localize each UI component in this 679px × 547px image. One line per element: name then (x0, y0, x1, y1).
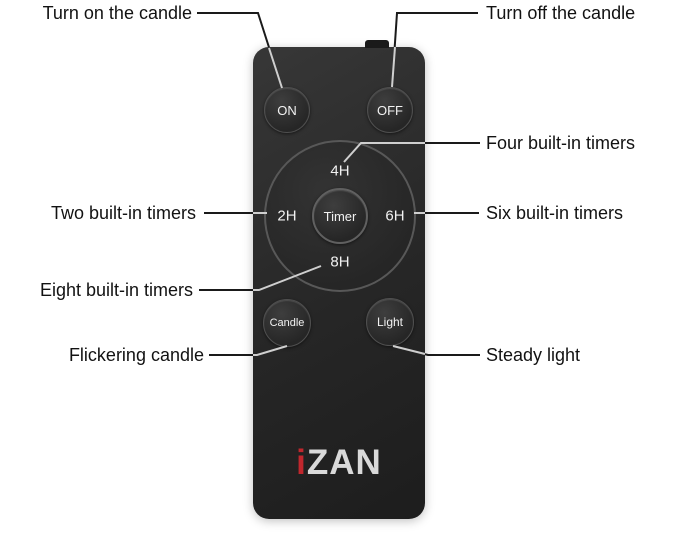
timer-2h-button[interactable]: 2H (277, 207, 297, 225)
label-six-timers: Six built-in timers (486, 203, 624, 223)
label-turn-off: Turn off the candle (486, 3, 636, 23)
label-two-timers: Two built-in timers (50, 203, 196, 223)
ir-emitter-notch (365, 40, 389, 48)
label-steady-light: Steady light (486, 345, 581, 365)
brand-logo: iZAN (253, 443, 425, 483)
timer-4h-button[interactable]: 4H (330, 162, 350, 180)
timer-pad: 4H 2H 6H 8H Timer (264, 140, 416, 292)
candle-button[interactable]: Candle (263, 299, 311, 347)
label-eight-timers: Eight built-in timers (39, 280, 193, 300)
remote-body: ON OFF 4H 2H 6H 8H Timer Candle Light iZ… (253, 40, 425, 519)
timer-button[interactable]: Timer (312, 188, 368, 244)
timer-6h-button[interactable]: 6H (385, 207, 405, 225)
label-four-timers: Four built-in timers (486, 133, 636, 153)
on-button[interactable]: ON (264, 87, 310, 133)
light-button[interactable]: Light (366, 298, 414, 346)
label-flickering-candle: Flickering candle (68, 345, 204, 365)
brand-logo-name: ZAN (306, 443, 382, 482)
label-turn-on: Turn on the candle (42, 3, 192, 23)
off-button[interactable]: OFF (367, 87, 413, 133)
brand-logo-prefix: i (296, 443, 307, 482)
timer-8h-button[interactable]: 8H (330, 253, 350, 271)
